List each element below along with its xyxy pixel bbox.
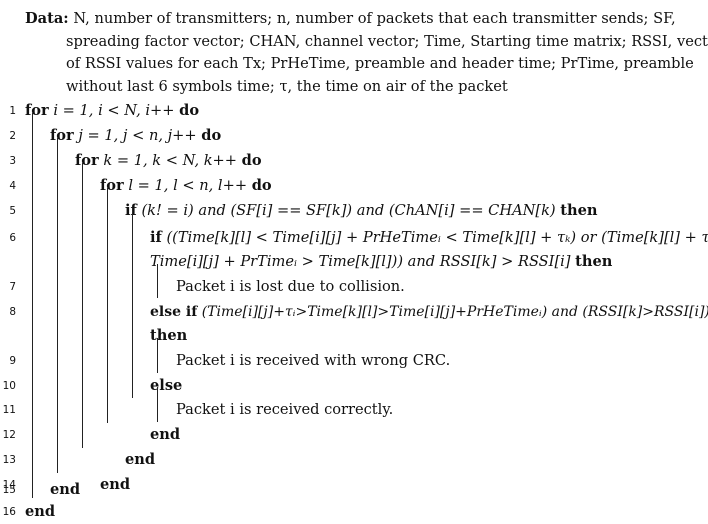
indent-rule <box>157 387 158 422</box>
data-header: Data: N, number of transmitters; n, numb… <box>25 8 708 99</box>
keyword: for <box>25 102 49 119</box>
expression: l = 1, l < n, l++ <box>128 177 248 194</box>
data-text: spreading factor vector; CHAN, channel v… <box>66 32 708 50</box>
keyword: do <box>241 152 262 169</box>
algo-line: 1 for i = 1, i < N, i++ do <box>0 99 708 123</box>
algo-line: then <box>0 324 708 348</box>
expression: j = 1, j < n, j++ <box>78 127 197 144</box>
line-code: else <box>150 374 182 398</box>
keyword: then <box>560 202 598 219</box>
algo-line: 11 Packet i is received correctly. <box>0 398 708 422</box>
line-number: 5 <box>9 205 16 217</box>
line-number: 13 <box>2 454 16 466</box>
keyword: if <box>125 202 137 219</box>
algo-line: 12 end <box>0 423 708 447</box>
line-code: end <box>50 478 80 502</box>
expression: (Time[i][j]+τᵢ>Time[k][l]>Time[i][j]+PrH… <box>201 304 708 320</box>
line-code: end <box>150 423 180 447</box>
indent-rule <box>107 188 108 423</box>
algo-line: 15 end <box>0 478 708 502</box>
algo-line: 5 if (k! = i) and (SF[i] == SF[k]) and (… <box>0 199 708 223</box>
data-text: without last 6 symbols time; τ, the time… <box>66 77 508 95</box>
line-number: 1 <box>9 105 16 117</box>
algo-line: 9 Packet i is received with wrong CRC. <box>0 349 708 373</box>
data-text: of RSSI values for each Tx; PrHeTime, pr… <box>66 55 694 72</box>
line-code: end <box>100 473 130 497</box>
line-code: else if (Time[i][j]+τᵢ>Time[k][l]>Time[i… <box>150 300 708 324</box>
data-line: of RSSI values for each Tx; PrHeTime, pr… <box>25 53 697 76</box>
line-number: 8 <box>9 306 16 318</box>
data-text: N, number of transmitters; n, number of … <box>73 10 676 27</box>
algo-line: 3 for k = 1, k < N, k++ do <box>0 149 708 173</box>
line-number: 2 <box>9 130 16 142</box>
algo-line: 16 end <box>0 500 708 524</box>
line-number: 10 <box>2 380 16 392</box>
keyword: for <box>50 127 74 144</box>
keyword: then <box>575 253 613 270</box>
line-number: 16 <box>2 506 16 518</box>
keyword: for <box>100 177 124 194</box>
line-number: 14 <box>2 479 16 491</box>
data-label: Data: <box>25 10 69 27</box>
expression: (k! = i) and (SF[i] == SF[k]) and (ChAN[… <box>141 202 556 219</box>
line-number: 11 <box>2 404 16 416</box>
indent-rule <box>82 163 83 448</box>
keyword: else if <box>150 304 198 320</box>
keyword: end <box>100 476 131 493</box>
algo-line: 4 for l = 1, l < n, l++ do <box>0 174 708 198</box>
line-number: 6 <box>9 232 16 244</box>
indent-rule <box>157 338 158 373</box>
indent-rule <box>57 138 58 473</box>
data-line: spreading factor vector; CHAN, channel v… <box>25 31 708 54</box>
algo-line: 14 end <box>0 473 708 497</box>
line-number: 15 <box>2 484 16 496</box>
line-code: for i = 1, i < N, i++ do <box>25 99 199 123</box>
line-code: if ((Time[k][l] < Time[i][j] + PrHeTimeᵢ… <box>150 226 708 250</box>
indent-rule <box>132 213 133 398</box>
algo-line: 7 Packet i is lost due to collision. <box>0 275 708 299</box>
keyword: then <box>150 327 188 344</box>
keyword: if <box>150 229 162 246</box>
data-line: without last 6 symbols time; τ, the time… <box>25 76 697 99</box>
line-code: Time[i][j] + PrTimeᵢ > Time[k][l])) and … <box>150 250 612 274</box>
line-code: Packet i is received with wrong CRC. <box>176 352 451 369</box>
algo-line: 8 else if (Time[i][j]+τᵢ>Time[k][l]>Time… <box>0 300 708 324</box>
algo-line: Time[i][j] + PrTimeᵢ > Time[k][l])) and … <box>0 250 708 274</box>
expression: ((Time[k][l] < Time[i][j] + PrHeTimeᵢ < … <box>166 229 708 246</box>
algo-line: 6 if ((Time[k][l] < Time[i][j] + PrHeTim… <box>0 226 708 250</box>
keyword: do <box>251 177 272 194</box>
algo-line: 10 else <box>0 374 708 398</box>
line-code: for k = 1, k < N, k++ do <box>75 149 262 173</box>
keyword: do <box>201 127 222 144</box>
algo-line: 2 for j = 1, j < n, j++ do <box>0 124 708 148</box>
line-code: Packet i is received correctly. <box>176 401 394 418</box>
line-code: end <box>125 448 155 472</box>
indent-rule <box>32 113 33 498</box>
expression: Time[i][j] + PrTimeᵢ > Time[k][l])) and … <box>150 253 571 270</box>
line-number: 7 <box>9 281 16 293</box>
keyword: end <box>125 451 156 468</box>
line-code: end <box>25 500 55 524</box>
line-code: for l = 1, l < n, l++ do <box>100 174 272 198</box>
keyword: else <box>150 377 183 394</box>
expression: k = 1, k < N, k++ <box>103 152 238 169</box>
line-number: 12 <box>2 429 16 441</box>
keyword: for <box>75 152 99 169</box>
expression: i = 1, i < N, i++ <box>53 102 175 119</box>
algo-line: 13 end <box>0 448 708 472</box>
indent-rule <box>157 264 158 298</box>
keyword: end <box>50 481 81 498</box>
line-code: Packet i is lost due to collision. <box>176 278 405 295</box>
line-number: 3 <box>9 155 16 167</box>
keyword: do <box>179 102 200 119</box>
line-number: 4 <box>9 180 16 192</box>
line-code: if (k! = i) and (SF[i] == SF[k]) and (Ch… <box>125 199 598 223</box>
keyword: end <box>25 503 56 520</box>
data-line: Data: N, number of transmitters; n, numb… <box>25 8 697 31</box>
line-code: for j = 1, j < n, j++ do <box>50 124 221 148</box>
line-code: then <box>150 324 187 348</box>
keyword: end <box>150 426 181 443</box>
line-number: 9 <box>9 355 16 367</box>
